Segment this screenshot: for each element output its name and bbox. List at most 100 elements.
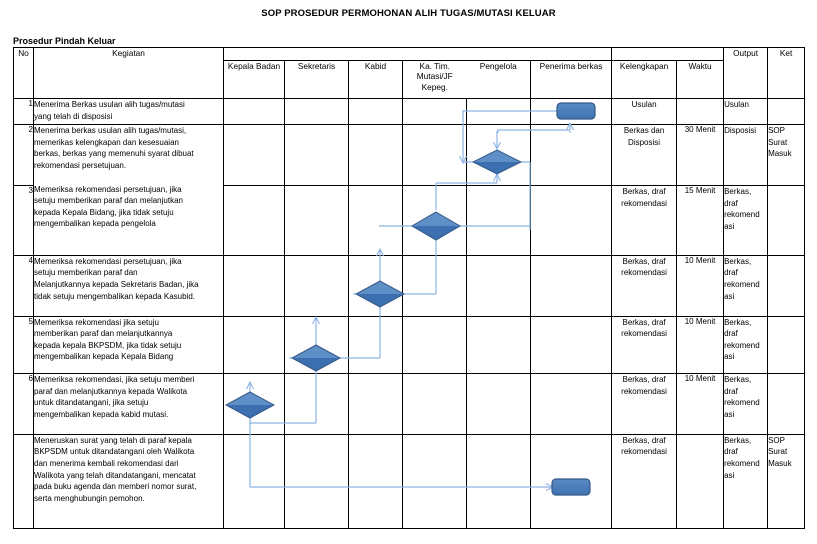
cell-waktu [676,433,725,530]
cell-lane-sekretaris [284,433,349,530]
cell-lane-pengelola [466,315,531,375]
cell-lane-kepala-badan [223,185,285,256]
cell-lane-pengelola [466,185,531,256]
cell-kelengkapan: Usulan [611,97,678,126]
cell-lane-sekretaris [284,185,349,256]
cell-waktu: 10 Menit [676,315,725,375]
cell-lane-kabid [348,315,403,375]
cell-lane-penerima-berkas [529,124,613,186]
header-kegiatan: Kegiatan [33,47,224,99]
cell-lane-kabid [348,97,403,126]
cell-waktu [676,97,725,126]
cell-lane-kepala-badan [223,433,285,530]
header-kepala-badan: Kepala Badan [223,60,285,99]
cell-lane-penerima-berkas [529,185,613,256]
cell-no: 5 [13,315,34,375]
cell-lane-ka-tim-mutasi [402,254,467,317]
cell-lane-penerima-berkas [529,373,613,435]
header-waktu: Waktu [676,60,725,99]
cell-lane-sekretaris [284,254,349,317]
cell-lane-penerima-berkas [529,254,613,317]
subtitle: Prosedur Pindah Keluar [13,36,116,46]
cell-lane-ka-tim-mutasi [402,433,467,530]
cell-no: 2 [13,124,34,186]
header-ka-tim-line2: Mutasi/JF [416,71,453,82]
cell-lane-penerima-berkas [529,97,613,126]
cell-waktu: 10 Menit [676,373,725,435]
cell-lane-penerima-berkas [529,433,613,530]
header-output: Output [723,47,769,99]
cell-waktu: 15 Menit [676,185,725,256]
cell-output: Disposisi [723,124,769,186]
cell-lane-kabid [348,124,403,186]
cell-lane-sekretaris [284,373,349,435]
header-ket: Ket [767,47,806,99]
cell-lane-ka-tim-mutasi [402,124,467,186]
cell-lane-pengelola [466,433,531,530]
sop-table: No Kegiatan Output Ket Kepala Badan Sekr… [13,47,806,530]
cell-ket [767,373,806,435]
kegiatan-text: Memeriksa rekomendasi, jika setuju membe… [34,375,195,419]
cell-output: Usulan [723,97,769,126]
cell-no: 4 [13,254,34,317]
kegiatan-text: Menerima berkas usulan alih tugas/mutasi… [34,126,194,171]
cell-kegiatan: Menerima berkas usulan alih tugas/mutasi… [33,124,224,256]
cell-lane-pengelola [466,373,531,435]
table-row: Meneruskan surat yang telah di paraf kep… [13,433,806,530]
cell-no: 6 [13,373,34,435]
header-pengelola: Pengelola [466,60,531,99]
header-ka-tim-line1: Ka. Tim. [419,61,450,71]
kegiatan-text: Menerima Berkas usulan alih tugas/mutasi… [34,100,185,121]
cell-kegiatan: Meneruskan surat yang telah di paraf kep… [33,433,224,530]
header-penerima-berkas: Penerima berkas [529,60,613,99]
cell-lane-ka-tim-mutasi [402,97,467,126]
cell-lane-sekretaris [284,124,349,186]
page-title: SOP PROSEDUR PERMOHONAN ALIH TUGAS/MUTAS… [261,8,556,19]
cell-lane-penerima-berkas [529,315,613,375]
cell-lane-ka-tim-mutasi [402,315,467,375]
cell-ket [767,254,806,317]
cell-lane-ka-tim-mutasi [402,373,467,435]
kegiatan-text: Meneruskan surat yang telah di paraf kep… [34,435,197,503]
cell-lane-kabid [348,254,403,317]
cell-ket [767,185,806,256]
cell-lane-kepala-badan [223,97,285,126]
cell-lane-kabid [348,373,403,435]
cell-lane-kepala-badan [223,254,285,317]
cell-lane-kepala-badan [223,373,285,435]
header-no: No [13,47,34,99]
cell-waktu: 30 Menit [676,124,725,186]
cell-lane-kepala-badan [223,315,285,375]
header-kelengkapan: Kelengkapan [611,60,678,99]
header-ka-tim-line3: Kepeg. [421,81,448,92]
cell-lane-kepala-badan [223,124,285,186]
cell-no [13,433,34,530]
cell-kegiatan: Menerima Berkas usulan alih tugas/mutasi… [33,97,224,126]
header-pelaksana-group [222,47,613,61]
cell-ket [767,97,806,126]
header-kabid: Kabid [348,60,403,99]
cell-waktu: 10 Menit [676,254,725,317]
